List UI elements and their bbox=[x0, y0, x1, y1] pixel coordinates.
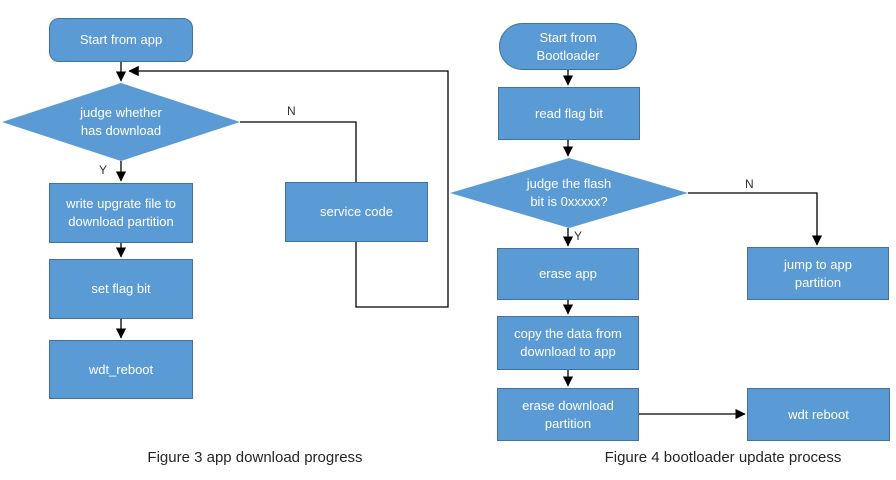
node-read-flag-bit: read flag bit bbox=[498, 87, 640, 140]
node-start-from-bootloader: Start from Bootloader bbox=[499, 23, 637, 70]
node-jump-to-app-partition: jump to app partition bbox=[747, 247, 889, 300]
node-start-from-app: Start from app bbox=[49, 18, 193, 62]
node-erase-app: erase app bbox=[497, 248, 639, 300]
node-write-upgrate-file: write upgrate file to download partition bbox=[49, 183, 193, 243]
node-service-code: service code bbox=[285, 182, 428, 242]
node-erase-download-partition: erase download partition bbox=[497, 388, 639, 441]
branch-label-yes-left: Y bbox=[99, 163, 108, 177]
branch-label-no-right: N bbox=[745, 177, 754, 191]
branch-label-yes-right: Y bbox=[574, 229, 583, 243]
caption-figure-4: Figure 4 bootloader update process bbox=[604, 449, 842, 466]
branch-label-no-left: N bbox=[287, 104, 296, 118]
edge-no-to-jump bbox=[688, 192, 823, 246]
node-copy-data-download-to-app: copy the data from download to app bbox=[497, 316, 639, 370]
node-wdt-reboot-left: wdt_reboot bbox=[49, 340, 193, 399]
node-wdt-reboot-right: wdt reboot bbox=[747, 388, 890, 441]
caption-figure-3: Figure 3 app download progress bbox=[147, 449, 363, 466]
edge-no-loop-via-service bbox=[128, 65, 449, 308]
node-set-flag-bit: set flag bit bbox=[49, 259, 193, 319]
